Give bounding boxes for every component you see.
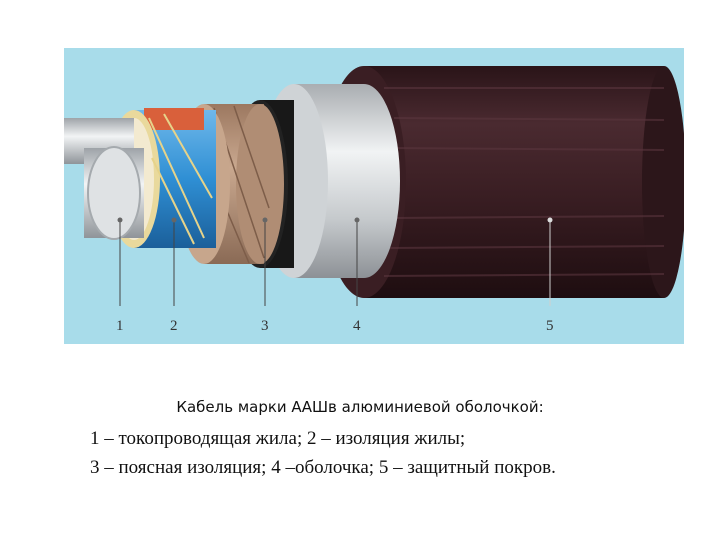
callout-5: 5 <box>546 217 554 334</box>
callout-label-1: 1 <box>116 318 124 334</box>
callout-1: 1 <box>116 217 124 334</box>
conductors <box>64 118 144 240</box>
legend-line-1: 1 – токопроводящая жила; 2 – изоляция жи… <box>90 428 466 449</box>
callout-label-5: 5 <box>546 318 554 334</box>
callout-label-2: 2 <box>170 318 178 334</box>
callout-2: 2 <box>170 217 178 334</box>
callout-3: 3 <box>261 217 269 334</box>
callout-label-4: 4 <box>353 318 361 334</box>
callout-4: 4 <box>353 217 361 334</box>
caption-title: Кабель марки ААШв алюминиевой оболочкой: <box>176 398 544 416</box>
callout-label-3: 3 <box>261 318 269 334</box>
legend-line-2: 3 – поясная изоляция; 4 –оболочка; 5 – з… <box>90 457 556 478</box>
callouts: 1 2 3 4 5 <box>116 217 554 334</box>
cable-diagram: 1 2 3 4 5 <box>64 48 684 344</box>
